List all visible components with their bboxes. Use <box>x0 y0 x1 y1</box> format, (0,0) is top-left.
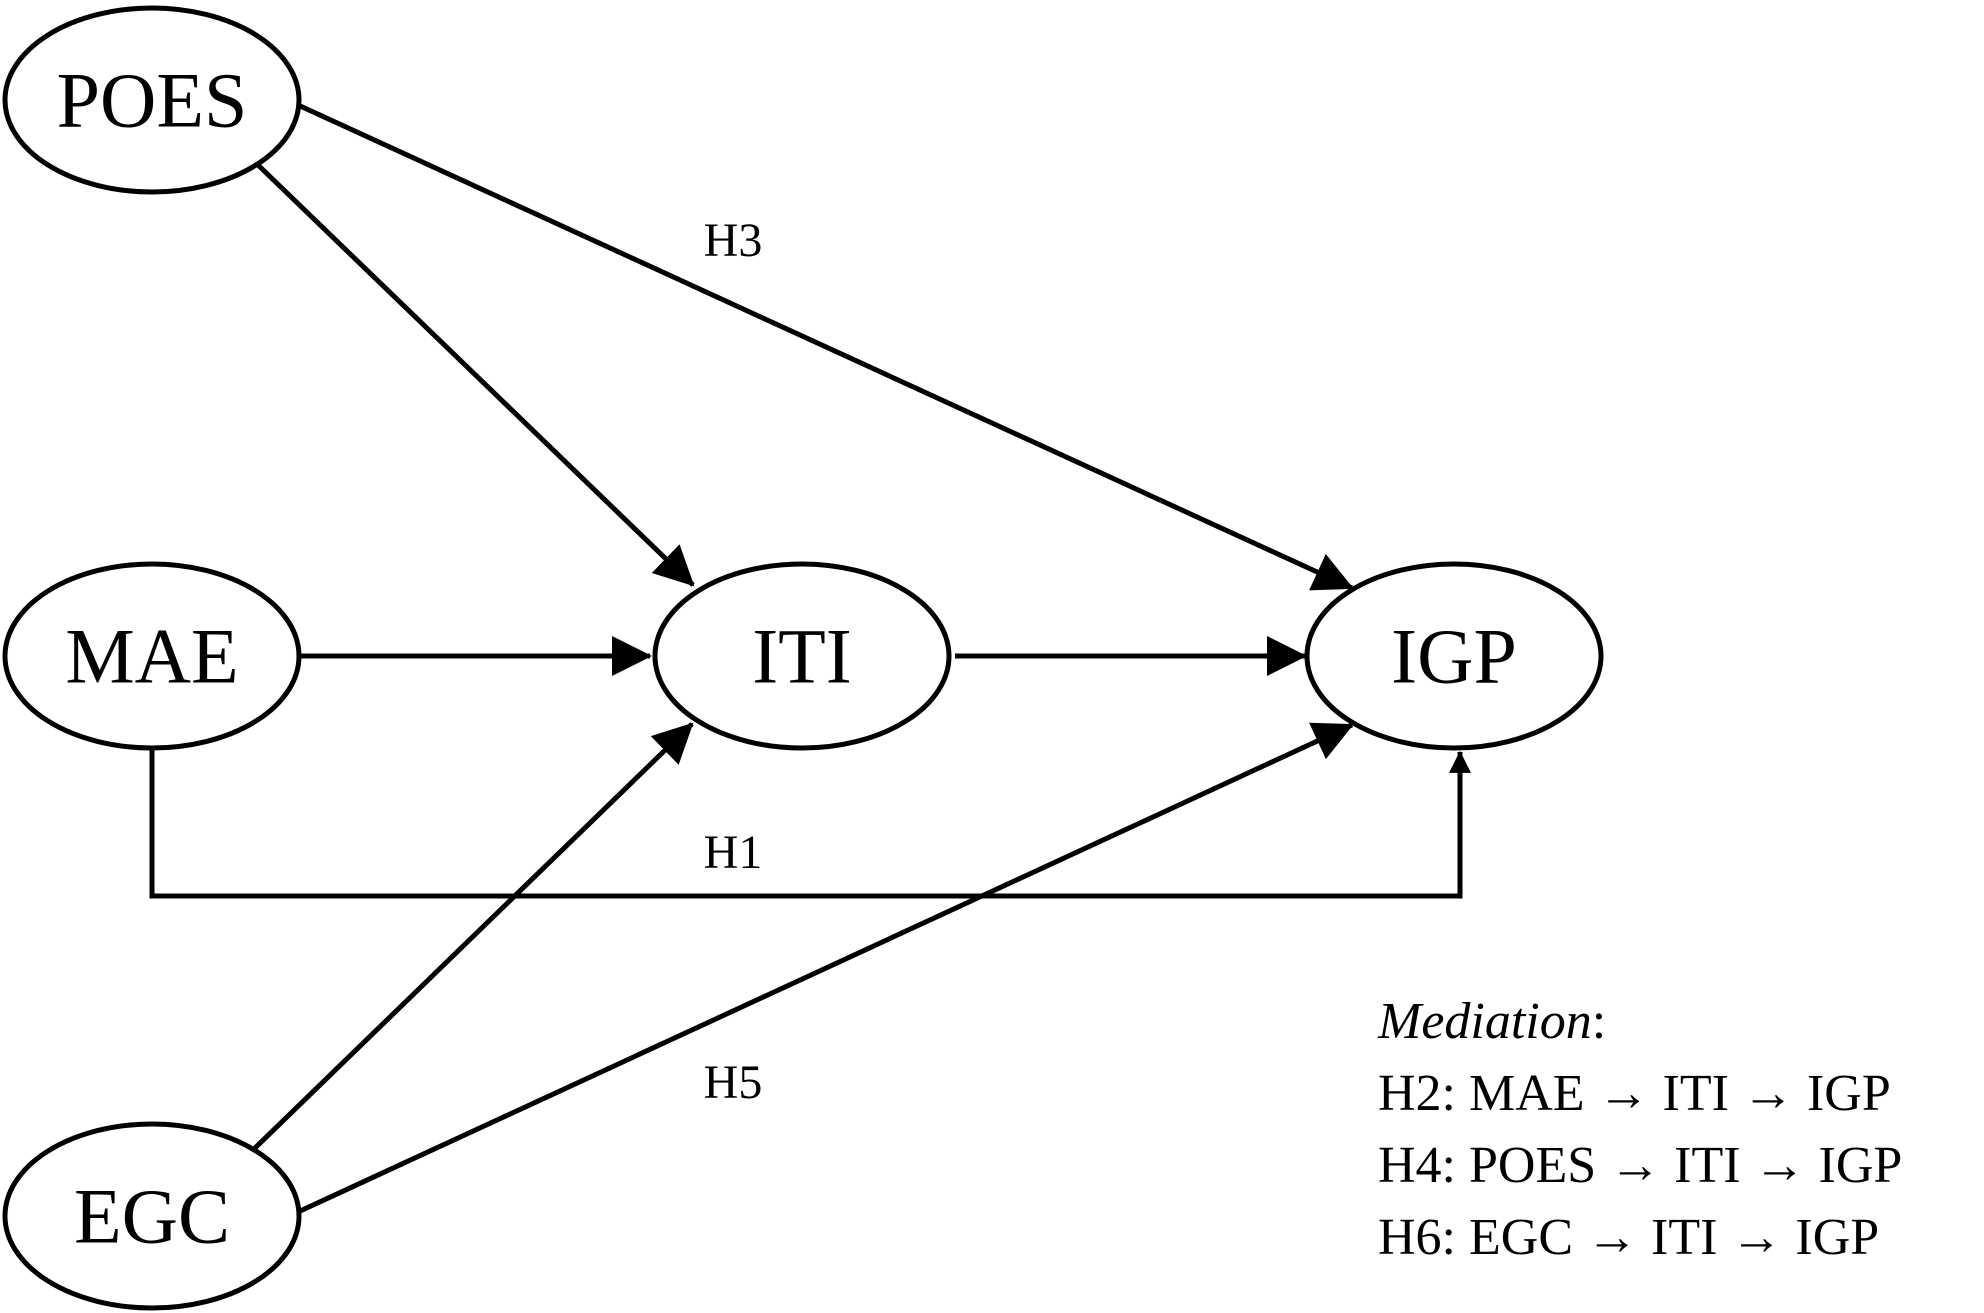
node-poes-label: POES <box>57 57 248 144</box>
node-poes: POES <box>2 5 302 195</box>
mediation-legend: Mediation: H2: MAE → ITI → IGP H4: POES … <box>1377 993 1902 1266</box>
edge-egc-to-iti <box>253 722 694 1150</box>
node-iti-label: ITI <box>752 613 852 700</box>
edge-poes-to-iti <box>256 163 695 587</box>
node-egc-label: EGC <box>74 1173 230 1260</box>
edge-label-h1: H1 <box>704 826 763 879</box>
legend-item-h6: H6: EGC → ITI → IGP <box>1378 1209 1879 1266</box>
node-mae-shape <box>2 561 302 751</box>
edge-label-h3: H3 <box>704 214 763 267</box>
node-iti-shape <box>652 561 952 751</box>
edge-mae-to-igp <box>149 750 1471 899</box>
node-mae-label: MAE <box>65 613 238 700</box>
edge-egc-to-igp <box>296 722 1354 1215</box>
node-mae: MAE <box>2 561 302 751</box>
edges <box>149 102 1471 1215</box>
legend-title-text: Mediation <box>1377 993 1592 1050</box>
node-egc: EGC <box>2 1121 302 1311</box>
node-igp: IGP <box>1304 561 1604 751</box>
edge-label-h5: H5 <box>704 1056 763 1109</box>
node-iti: ITI <box>652 561 952 751</box>
legend-item-h4: H4: POES → ITI → IGP <box>1378 1137 1902 1194</box>
legend-title-colon: : <box>1592 993 1606 1050</box>
node-igp-label: IGP <box>1391 613 1517 700</box>
node-poes-shape <box>2 5 302 195</box>
edge-poes-to-igp <box>296 102 1354 591</box>
node-igp-shape <box>1304 561 1604 751</box>
legend-title: Mediation: <box>1377 993 1606 1050</box>
legend-item-h2: H2: MAE → ITI → IGP <box>1378 1065 1891 1122</box>
node-egc-shape <box>2 1121 302 1311</box>
edge-labels: H3 H1 H5 <box>704 214 763 1109</box>
